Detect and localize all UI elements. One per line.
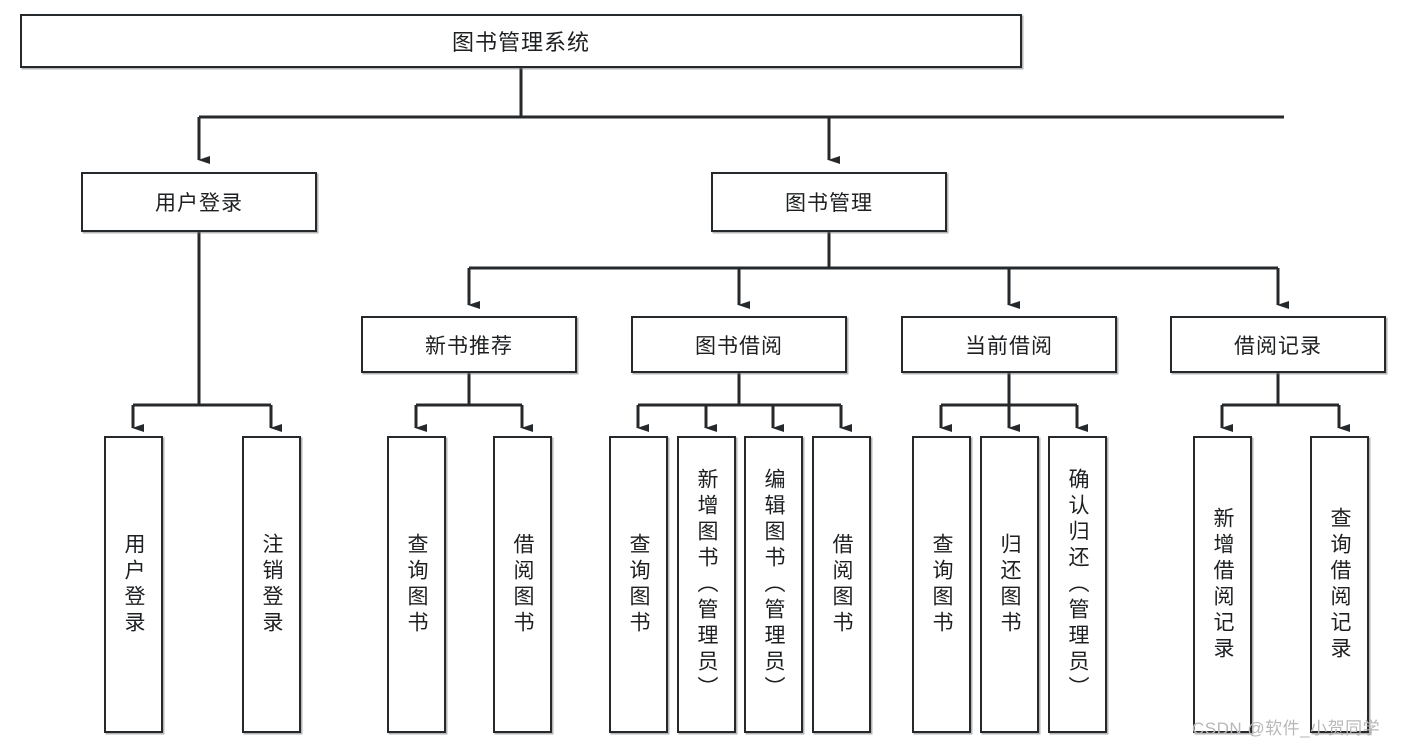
leaf-label: 查询图书 [627,532,650,637]
node-book-borrow[interactable]: 图书借阅 [631,316,847,373]
node-label: 图书管理 [785,192,873,215]
leaf-label: 新增图书（管理员） [695,467,718,702]
node-new-book-recommend[interactable]: 新书推荐 [361,316,577,373]
leaf-label: 确认归还（管理员） [1066,467,1089,702]
leaf-current-borrow-return-books[interactable]: 归还图书 [980,436,1039,733]
node-book-management[interactable]: 图书管理 [711,172,947,232]
node-label: 图书借阅 [695,334,783,358]
node-root-system[interactable]: 图书管理系统 [20,14,1022,68]
node-label: 用户登录 [155,192,243,215]
leaf-label: 查询图书 [405,532,428,637]
leaf-user-login-logout[interactable]: 注销登录 [242,436,301,733]
leaf-label: 编辑图书（管理员） [762,467,785,702]
leaf-new-book-borrow-books[interactable]: 借阅图书 [493,436,552,733]
leaf-label: 借阅图书 [511,532,534,637]
leaf-label: 查询借阅记录 [1328,506,1351,663]
leaf-current-borrow-query-books[interactable]: 查询图书 [912,436,971,733]
node-label: 当前借阅 [965,334,1053,358]
watermark-text: CSDN @软件_小贺同学 [1192,719,1381,738]
leaf-label: 查询图书 [930,532,953,637]
leaf-book-borrow-add-book-admin[interactable]: 新增图书（管理员） [677,436,736,733]
leaf-label: 用户登录 [122,532,145,637]
leaf-label: 新增借阅记录 [1211,506,1234,663]
leaf-label: 注销登录 [260,532,283,637]
leaf-borrow-record-add-record[interactable]: 新增借阅记录 [1193,436,1252,733]
node-label: 借阅记录 [1234,334,1322,358]
node-user-login[interactable]: 用户登录 [81,172,317,232]
leaf-book-borrow-query-books[interactable]: 查询图书 [609,436,668,733]
leaf-new-book-query-books[interactable]: 查询图书 [387,436,446,733]
node-borrow-record[interactable]: 借阅记录 [1170,316,1386,373]
leaf-book-borrow-borrow-books[interactable]: 借阅图书 [812,436,871,733]
leaf-book-borrow-edit-book-admin[interactable]: 编辑图书（管理员） [744,436,803,733]
leaf-label: 归还图书 [998,532,1021,637]
leaf-user-login-login[interactable]: 用户登录 [104,436,163,733]
node-label: 图书管理系统 [451,30,590,55]
node-current-borrow[interactable]: 当前借阅 [901,316,1117,373]
leaf-borrow-record-query-record[interactable]: 查询借阅记录 [1310,436,1369,733]
leaf-current-borrow-confirm-return-admin[interactable]: 确认归还（管理员） [1048,436,1107,733]
leaf-label: 借阅图书 [830,532,853,637]
node-label: 新书推荐 [425,334,513,358]
